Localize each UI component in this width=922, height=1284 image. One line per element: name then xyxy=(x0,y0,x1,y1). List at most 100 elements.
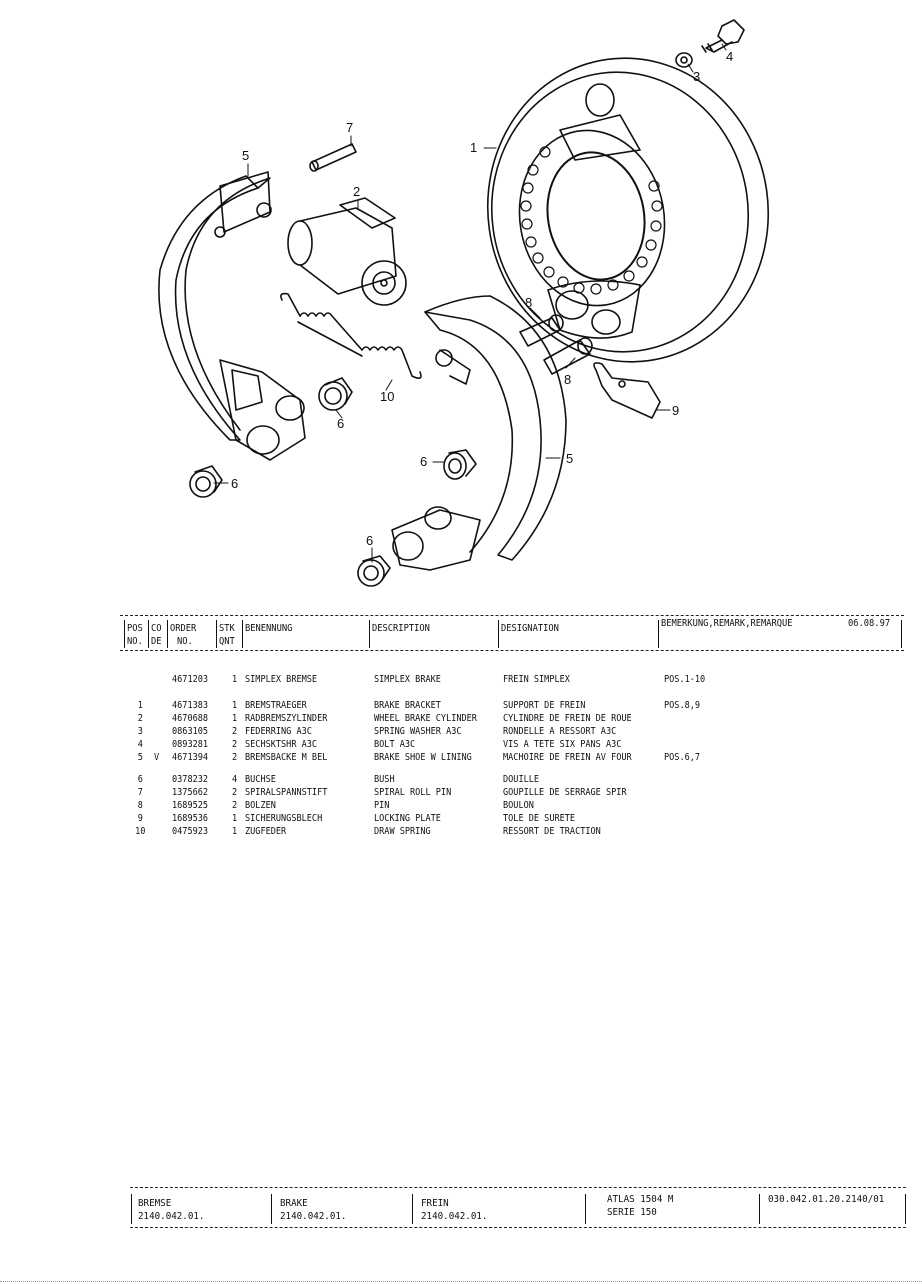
header-no: NO. xyxy=(127,636,143,647)
cell-designation: RESSORT DE TRACTION xyxy=(503,826,601,837)
cell-description: BUSH xyxy=(374,774,395,785)
cell-qty: 1 xyxy=(232,713,238,724)
header-designation: DESIGNATION xyxy=(501,623,559,634)
cell-description: SIMPLEX BRAKE xyxy=(374,674,441,685)
callout-8-a: 8 xyxy=(525,295,532,310)
header-top-rule xyxy=(120,615,904,616)
callout-6-d: 6 xyxy=(366,533,373,548)
cell-description: BRAKE BRACKET xyxy=(374,700,441,711)
spring-washer-part xyxy=(675,52,693,68)
header-stk: STK xyxy=(219,623,235,634)
cell-order: 4671383 xyxy=(172,700,209,711)
footer-de-code: 2140.042.01. xyxy=(138,1211,205,1222)
callout-6-a: 6 xyxy=(231,476,238,491)
cell-pos: 3 xyxy=(137,726,143,737)
cell-order: 1689536 xyxy=(172,813,209,824)
cell-designation: BOULON xyxy=(503,800,534,811)
footer-en-code: 2140.042.01. xyxy=(280,1211,347,1222)
cell-order: 4671394 xyxy=(172,752,209,763)
header-order: ORDER xyxy=(170,623,197,634)
cell-designation: RONDELLE A RESSORT A3C xyxy=(503,726,617,737)
header-qnt: QNT xyxy=(219,636,235,647)
brake-shoe-left-part xyxy=(158,171,306,461)
cell-description: DRAW SPRING xyxy=(374,826,431,837)
footer-model: ATLAS 1504 M xyxy=(607,1194,674,1205)
cell-designation: TOLE DE SURETE xyxy=(503,813,576,824)
callout-2: 2 xyxy=(353,184,360,199)
wheel-cylinder-part xyxy=(287,197,407,306)
brake-bracket-part xyxy=(486,57,770,363)
cell-designation: DOUILLE xyxy=(503,774,540,785)
cell-order: 4671203 xyxy=(172,674,209,685)
locking-plate-part xyxy=(593,362,661,419)
cell-qty: 1 xyxy=(232,813,238,824)
roll-pin-part xyxy=(309,143,357,172)
footer-fr-code: 2140.042.01. xyxy=(421,1211,488,1222)
footer-fr-title: FREIN xyxy=(421,1198,449,1209)
cell-pos: 2 xyxy=(137,713,143,724)
cell-order: 4670688 xyxy=(172,713,209,724)
cell-benennung: BREMSTRAEGER xyxy=(245,700,307,711)
header-benennung: BENENNUNG xyxy=(245,623,293,634)
cell-designation: MACHOIRE DE FREIN AV FOUR xyxy=(503,752,632,763)
cell-qty: 2 xyxy=(232,752,238,763)
footer-bottom-rule xyxy=(130,1227,906,1228)
cell-remark: POS.6,7 xyxy=(664,752,701,763)
header-date: 06.08.97 xyxy=(848,618,891,629)
cell-benennung: SIMPLEX BREMSE xyxy=(245,674,318,685)
draw-spring-part xyxy=(280,292,422,380)
cell-qty: 1 xyxy=(232,700,238,711)
cell-order: 0378232 xyxy=(172,774,209,785)
callout-9: 9 xyxy=(672,403,679,418)
cell-benennung: BREMSBACKE M BEL xyxy=(245,752,328,763)
hex-bolt-part xyxy=(701,19,745,53)
cell-pos: 7 xyxy=(137,787,143,798)
cell-pos: 1 xyxy=(137,700,143,711)
header-remark: BEMERKUNG,REMARK,REMARQUE xyxy=(661,618,793,629)
cell-order: 0475923 xyxy=(172,826,209,837)
cell-pos: 4 xyxy=(137,739,143,750)
cell-code: V xyxy=(154,752,160,763)
callout-5-right: 5 xyxy=(566,451,573,466)
cell-order: 0863105 xyxy=(172,726,209,737)
cell-qty: 2 xyxy=(232,800,238,811)
header-de: DE xyxy=(151,636,162,647)
cell-qty: 2 xyxy=(232,787,238,798)
cell-benennung: SICHERUNGSBLECH xyxy=(245,813,323,824)
callout-7: 7 xyxy=(346,120,353,135)
cell-designation: GOUPILLE DE SERRAGE SPIR xyxy=(503,787,627,798)
header-bottom-rule xyxy=(120,650,904,651)
pin-part xyxy=(519,314,593,375)
callout-8-b: 8 xyxy=(564,372,571,387)
footer-top-rule xyxy=(130,1187,906,1188)
cell-description: LOCKING PLATE xyxy=(374,813,441,824)
cell-pos: 8 xyxy=(137,800,143,811)
cell-qty: 2 xyxy=(232,739,238,750)
callout-10: 10 xyxy=(380,389,394,404)
bush-part xyxy=(189,377,477,587)
cell-pos: 5 xyxy=(137,752,143,763)
cell-benennung: SECHSKTSHR A3C xyxy=(245,739,318,750)
cell-pos: 6 xyxy=(137,774,143,785)
cell-order: 1375662 xyxy=(172,787,209,798)
cell-description: SPRING WASHER A3C xyxy=(374,726,462,737)
cell-pos: 10 xyxy=(135,826,146,837)
cell-benennung: ZUGFEDER xyxy=(245,826,287,837)
cell-order: 0893281 xyxy=(172,739,209,750)
cell-qty: 4 xyxy=(232,774,238,785)
cell-designation: FREIN SIMPLEX xyxy=(503,674,570,685)
cell-qty: 1 xyxy=(232,826,238,837)
cell-description: PIN xyxy=(374,800,390,811)
cell-benennung: FEDERRING A3C xyxy=(245,726,312,737)
callout-5-left: 5 xyxy=(242,148,249,163)
callout-6-c: 6 xyxy=(420,454,427,469)
callout-3: 3 xyxy=(693,69,700,84)
callout-4: 4 xyxy=(726,49,733,64)
footer-en-title: BRAKE xyxy=(280,1198,308,1209)
cell-qty: 2 xyxy=(232,726,238,737)
cell-description: BRAKE SHOE W LINING xyxy=(374,752,472,763)
footer-doc-number: 030.042.01.20.2140/01 xyxy=(768,1194,885,1205)
cell-benennung: BOLZEN xyxy=(245,800,276,811)
leader-lines xyxy=(213,43,727,563)
header-order-no: NO. xyxy=(177,636,193,647)
